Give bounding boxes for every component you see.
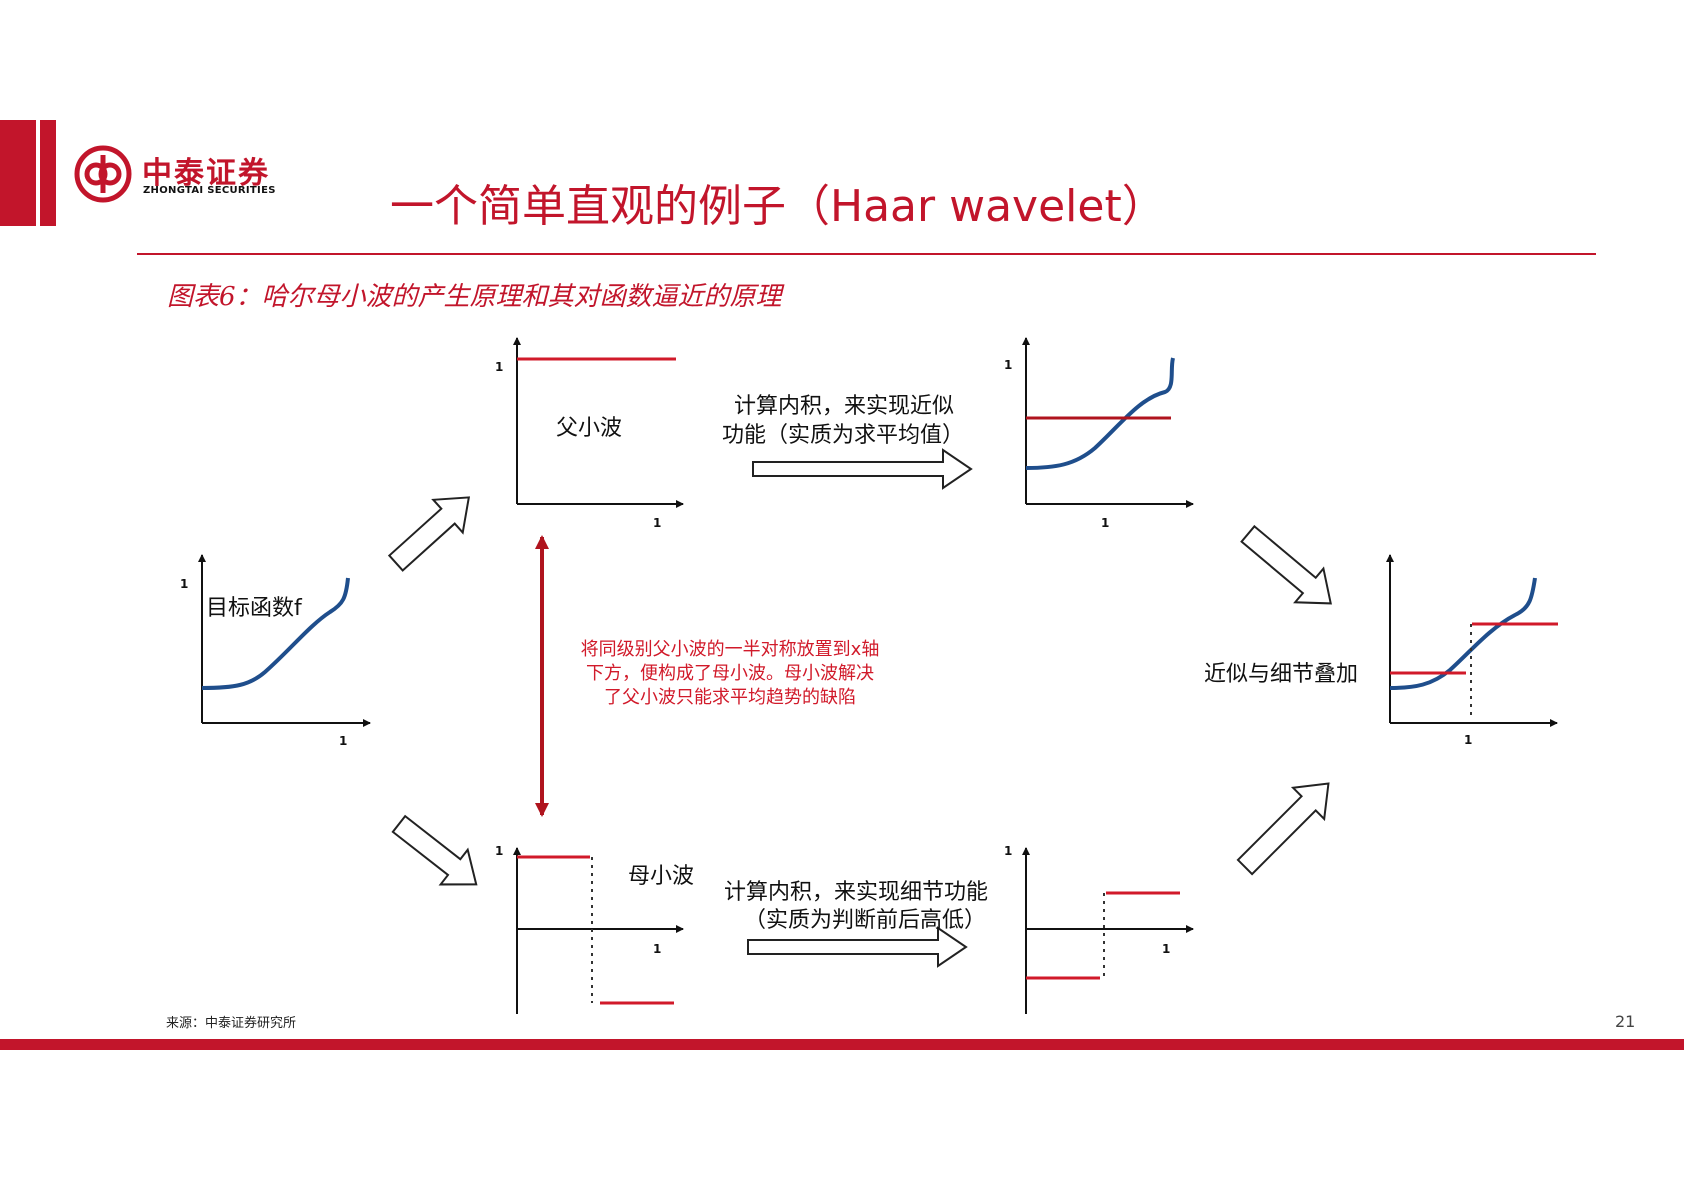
target-curve bbox=[201, 577, 350, 690]
flow-arrow-to-father bbox=[387, 496, 471, 572]
tick-approx-y: 1 bbox=[1004, 358, 1013, 372]
detail-description-line2: （实质为判断前后高低） bbox=[744, 908, 987, 933]
detail-plot bbox=[1022, 847, 1194, 1014]
mother-wavelet-label: 母小波 bbox=[628, 864, 695, 889]
tick-father-x: 1 bbox=[653, 516, 662, 530]
flow-arrow-approx bbox=[752, 448, 973, 490]
flow-arrow-to-mother bbox=[391, 814, 478, 886]
header-accent-bar bbox=[0, 120, 56, 226]
header-accent-gap bbox=[36, 120, 40, 226]
tick-combined-x: 1 bbox=[1464, 733, 1473, 747]
company-name-cn: 中泰证券 bbox=[142, 156, 270, 191]
figure-caption: 图表6：哈尔母小波的产生原理和其对函数逼近的原理 bbox=[167, 282, 782, 312]
mother-wavelet-plot bbox=[513, 847, 684, 1014]
flow-arrow-to-combined-top bbox=[1240, 524, 1332, 605]
tick-detail-x: 1 bbox=[1162, 942, 1171, 956]
red-note-line3: 了父小波只能求平均趋势的缺陷 bbox=[604, 687, 856, 708]
title-divider bbox=[137, 253, 1596, 255]
company-logo-icon bbox=[74, 145, 132, 203]
page-number: 21 bbox=[1615, 1012, 1636, 1031]
father-wavelet-label: 父小波 bbox=[556, 416, 623, 441]
tick-detail-y: 1 bbox=[1004, 844, 1013, 858]
detail-description-line1: 计算内积，来实现细节功能 bbox=[724, 880, 989, 905]
tick-mother-x: 1 bbox=[653, 942, 662, 956]
combined-plot bbox=[1386, 554, 1558, 727]
target-function-label: 目标函数f bbox=[206, 596, 302, 621]
flow-arrow-to-combined-bottom bbox=[1236, 782, 1330, 876]
target-function-plot bbox=[198, 554, 371, 727]
tick-target-x: 1 bbox=[339, 734, 348, 748]
tick-target-y: 1 bbox=[180, 577, 189, 591]
tick-approx-x: 1 bbox=[1101, 516, 1110, 530]
company-name-en: ZHONGTAI SECURITIES bbox=[143, 185, 276, 196]
approx-description-line1: 计算内积，来实现近似 bbox=[734, 394, 955, 419]
source-note: 来源：中泰证券研究所 bbox=[166, 1016, 297, 1031]
approx-description-line2: 功能（实质为求平均值） bbox=[722, 423, 965, 448]
tick-mother-y: 1 bbox=[495, 844, 504, 858]
combined-label: 近似与细节叠加 bbox=[1204, 662, 1359, 687]
father-wavelet-plot bbox=[513, 337, 684, 508]
tick-father-y: 1 bbox=[495, 360, 504, 374]
approx-curve bbox=[1025, 357, 1175, 470]
flow-arrow-detail bbox=[747, 926, 968, 968]
footer-bar bbox=[0, 1039, 1684, 1050]
approximation-plot bbox=[1022, 337, 1194, 508]
mother-wavelet-note: 将同级别父小波的一半对称放置到x轴 下方，便构成了母小波。母小波解决 了父小波只… bbox=[555, 638, 905, 710]
red-note-line2: 下方，便构成了母小波。母小波解决 bbox=[586, 663, 874, 684]
red-note-line1: 将同级别父小波的一半对称放置到x轴 bbox=[580, 639, 880, 660]
slide-title: 一个简单直观的例子（Haar wavelet） bbox=[390, 181, 1166, 232]
combined-curve bbox=[1389, 577, 1537, 690]
